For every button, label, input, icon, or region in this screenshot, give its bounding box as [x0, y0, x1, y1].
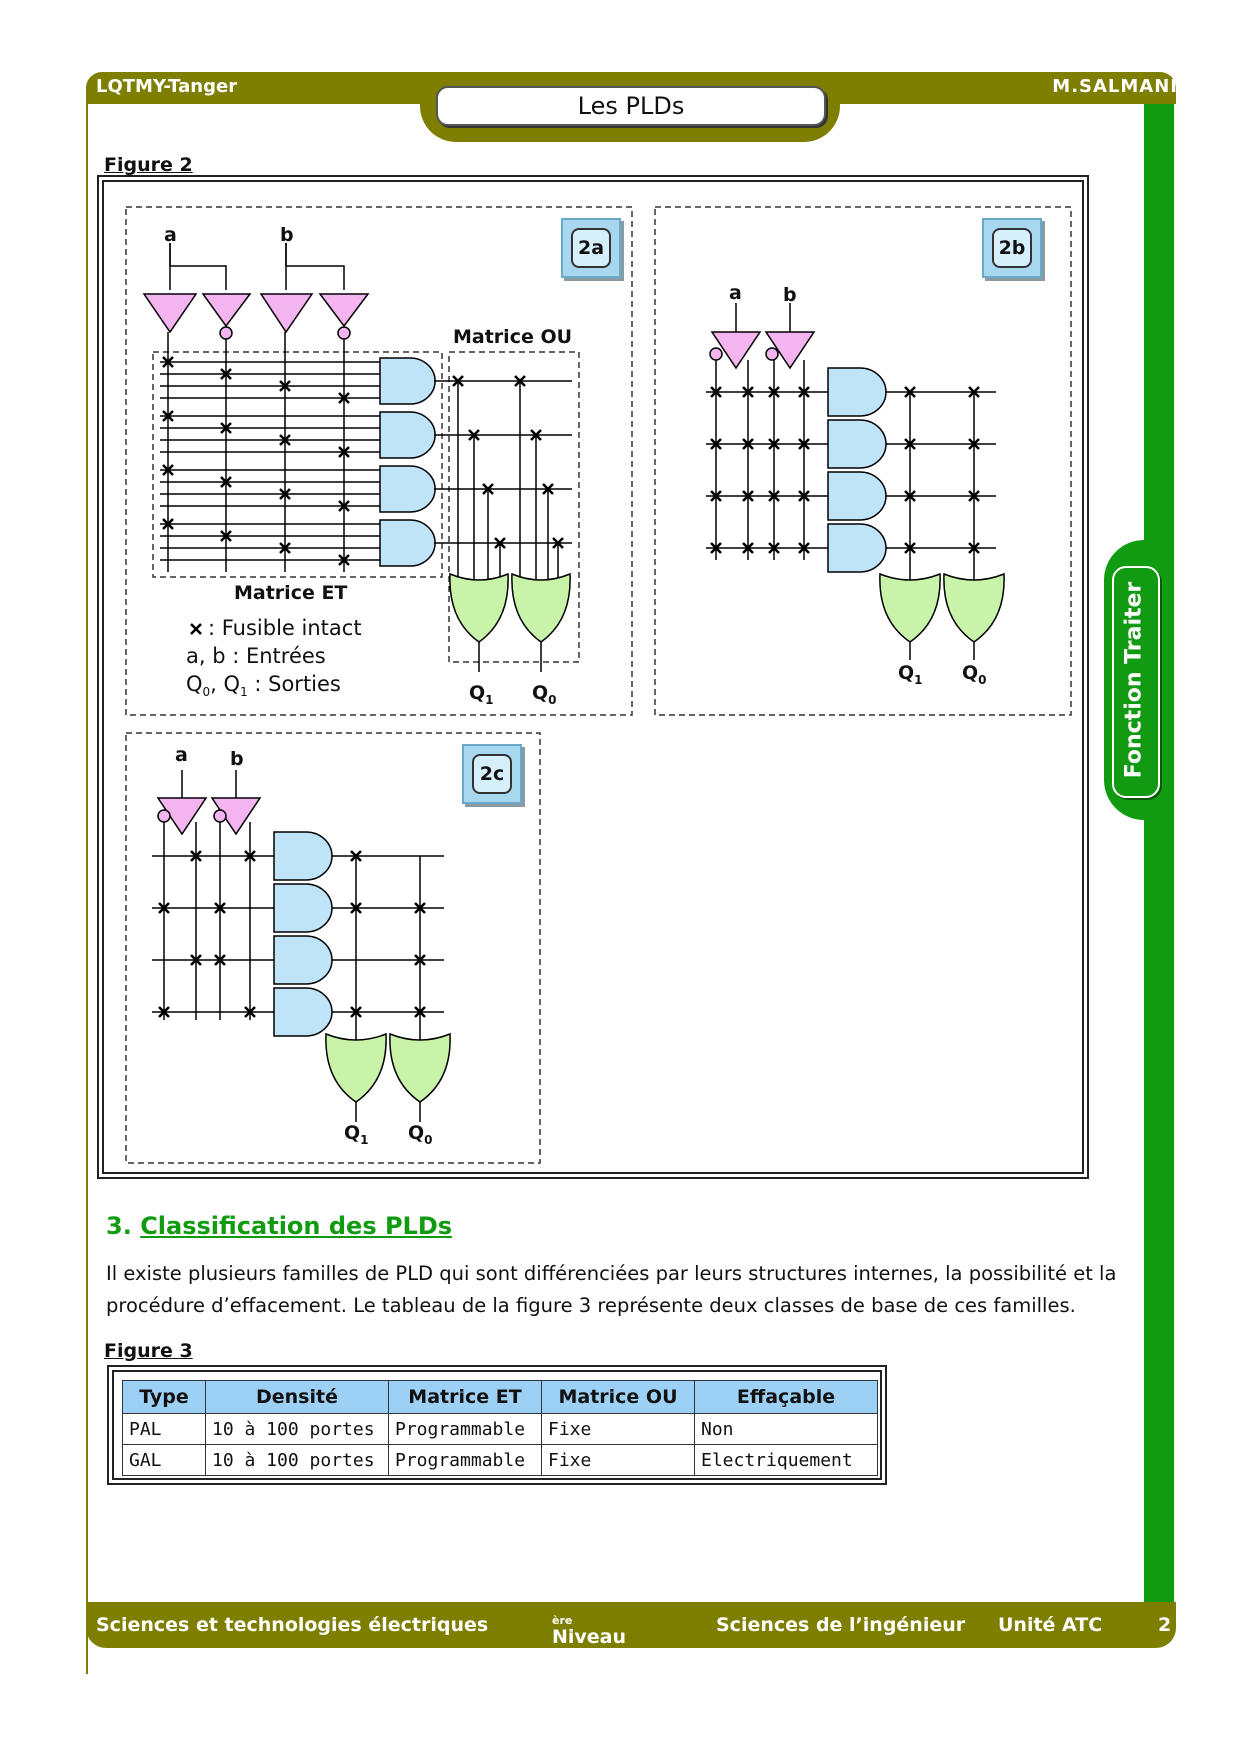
panel-2a-outputs — [478, 642, 542, 672]
footer-page-number: 2 — [1158, 1614, 1172, 1636]
cell: Fixe — [541, 1413, 695, 1445]
panel-2b-input-b: b — [783, 284, 797, 306]
table-row: PAL 10 à 100 portes Programmable Fixe No… — [122, 1413, 878, 1445]
section3-title: Classification des PLDs — [140, 1212, 453, 1240]
section3-paragraph: Il existe plusieurs familles de PLD qui … — [106, 1262, 1117, 1317]
figure2-frame — [97, 175, 1089, 1179]
panel-2a-or-gates — [449, 572, 571, 643]
school-name: LQTMY-Tanger — [96, 76, 238, 97]
figure3-frame: Type Densité Matrice ET Matrice OU Effaç… — [107, 1365, 887, 1485]
panel-2a-input-wiring — [169, 243, 345, 290]
col-or-matrix: Matrice OU — [541, 1380, 695, 1414]
panel-2a-fuses — [161, 355, 565, 567]
table-row: GAL 10 à 100 portes Programmable Fixe El… — [122, 1444, 878, 1476]
left-border-line — [86, 104, 88, 1674]
section3-number: 3. — [106, 1212, 132, 1240]
section3-heading: 3. Classification des PLDs — [106, 1212, 452, 1240]
col-and-matrix: Matrice ET — [388, 1380, 542, 1414]
panel-2c-input-b: b — [230, 748, 244, 770]
col-density: Densité — [205, 1380, 389, 1414]
panel-2a-box — [125, 206, 633, 716]
badge-2c: 2c — [462, 744, 522, 804]
col-type: Type — [122, 1380, 206, 1414]
legend-sub-one: 1 — [240, 685, 248, 700]
matrix-and-label: Matrice ET — [234, 582, 348, 604]
panel-2a-input-a: a — [164, 224, 177, 246]
matrix-or-label: Matrice OU — [453, 326, 573, 348]
panel-2b-output-q0: Q0 — [962, 662, 987, 687]
panel-2a-output-q0: Q0 — [532, 682, 557, 707]
panel-2b-and-gates — [827, 367, 887, 573]
footer-bar: Sciences et technologies électriques Niv… — [86, 1602, 1176, 1670]
panel-2c-buffers — [156, 797, 262, 836]
panel-2b-or-gates — [879, 572, 1005, 643]
legend-q-mid: , Q — [210, 672, 241, 696]
legend-outputs: Q0, Q1 : Sorties — [186, 670, 341, 706]
panel-2c-box — [125, 732, 541, 1164]
badge-2a: 2a — [561, 218, 621, 278]
panel-2a-input-b: b — [280, 224, 294, 246]
footer-unit: Unité ATC — [998, 1614, 1103, 1636]
legend-fuse-symbol — [189, 622, 203, 636]
legend-fuse: : Fusible intact — [208, 616, 362, 640]
panel-2a-inverter-bubbles — [219, 326, 351, 340]
panel-2c-or-gates — [325, 1032, 451, 1103]
cell: Programmable — [388, 1444, 542, 1476]
side-band — [1144, 104, 1174, 1602]
col-erasable: Effaçable — [694, 1380, 878, 1414]
panel-2c-input-a: a — [175, 744, 188, 766]
legend-sorties: : Sorties — [247, 672, 341, 696]
badge-2b: 2b — [982, 218, 1042, 278]
cell: Non — [694, 1413, 878, 1445]
panel-2b-box — [654, 206, 1072, 716]
or-matrix-box — [448, 351, 580, 663]
legend-inputs: a, b : Entrées — [186, 644, 326, 668]
panel-2c-and-gates — [273, 831, 333, 1037]
badge-2a-text: 2a — [571, 228, 611, 268]
cell: PAL — [122, 1413, 206, 1445]
panel-2b-buffers — [709, 331, 816, 370]
panel-2a-buffers — [142, 293, 370, 334]
table-header-row: Type Densité Matrice ET Matrice OU Effaç… — [122, 1380, 878, 1414]
panel-2a-and-outputs — [434, 380, 572, 580]
panel-2b-input-a: a — [729, 282, 742, 304]
and-matrix-box — [152, 351, 443, 578]
side-tab-box — [1112, 566, 1160, 798]
figure2-label: Figure 2 — [104, 154, 193, 176]
panel-2c-lines — [152, 770, 444, 1122]
figure3-label: Figure 3 — [104, 1340, 193, 1362]
cell: 10 à 100 portes — [205, 1413, 389, 1445]
badge-2b-text: 2b — [992, 228, 1032, 268]
panel-2c-output-q0: Q0 — [408, 1122, 433, 1147]
cell: 10 à 100 portes — [205, 1444, 389, 1476]
panel-2a-and-gates — [379, 357, 436, 567]
cell: Fixe — [541, 1444, 695, 1476]
panel-2a-output-q1: Q1 — [469, 682, 494, 707]
cell: GAL — [122, 1444, 206, 1476]
cell: Electriquement — [694, 1444, 878, 1476]
page-title-text: Les PLDs — [577, 92, 685, 120]
cell: Programmable — [388, 1413, 542, 1445]
footer-subject: Sciences de l’ingénieur — [716, 1614, 966, 1636]
footer-section: Sciences et technologies électriques — [96, 1614, 489, 1636]
author-name: M.SALMANI — [1052, 76, 1178, 97]
legend-q-prefix: Q — [186, 672, 203, 696]
legend-sub-zero: 0 — [202, 685, 211, 700]
page-title: Les PLDs — [436, 86, 826, 126]
panel-2c-output-q1: Q1 — [344, 1122, 369, 1147]
classification-table: Type Densité Matrice ET Matrice OU Effaç… — [122, 1380, 878, 1476]
panel-2b-output-q1: Q1 — [898, 662, 923, 687]
panel-2a-horizontal-lines — [160, 361, 380, 561]
badge-2c-text: 2c — [472, 754, 512, 794]
